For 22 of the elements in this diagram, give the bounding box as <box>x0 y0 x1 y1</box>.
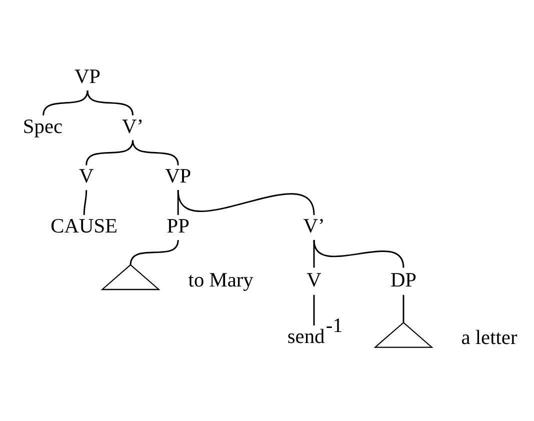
connector <box>86 90 134 116</box>
node-text: PP <box>166 215 190 238</box>
connector <box>313 240 404 268</box>
node-triangle <box>100 264 160 290</box>
node-label: a letter <box>461 327 518 350</box>
connector <box>83 190 88 216</box>
node-text: VP <box>165 166 192 188</box>
connector <box>132 140 179 166</box>
connector <box>402 294 404 323</box>
node-text: Spec <box>22 116 63 138</box>
node-text: DP <box>390 269 416 292</box>
node-text: V’ <box>122 116 144 138</box>
node-text: V <box>306 269 322 292</box>
node-triangle <box>374 322 434 348</box>
node-text: V’ <box>303 215 325 238</box>
connector <box>177 190 315 216</box>
node-label: to Mary <box>188 269 254 292</box>
connector <box>130 240 179 265</box>
node-text: CAUSE <box>50 215 118 238</box>
node-text: V <box>78 166 94 188</box>
connector <box>313 294 315 326</box>
node-text: VP <box>74 66 101 88</box>
